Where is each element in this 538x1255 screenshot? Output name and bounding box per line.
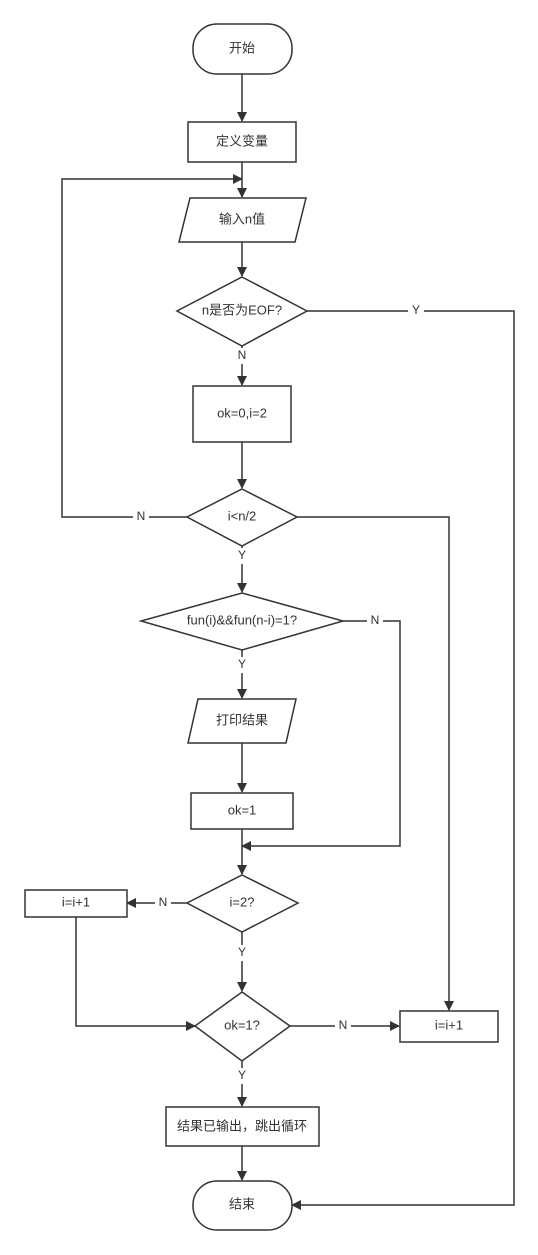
fun-no-label: N [371,613,380,627]
ok-eq-1-decision [193,991,292,1062]
ok-no-label-bg [335,1018,351,1034]
i-eq-2-decision [185,874,300,933]
i2-yes-label-bg [234,945,250,961]
lt-yes-label-bg [234,548,250,564]
i2-no-label-bg [155,895,171,911]
i-lt-half-decision [185,488,299,547]
edge-lt-no-loop [61,174,243,518]
eof-no-label-bg [234,348,250,364]
lt-no-label: N [137,509,146,523]
input-n-io [178,197,307,243]
print-result-label: 打印结果 [216,712,268,727]
left-increment-label: i=i+1 [62,894,90,909]
ok-yes-label-bg [234,1068,250,1084]
fun-no-label-bg [367,613,383,629]
print-result-io [187,698,297,744]
init-label: ok=0,i=2 [217,405,267,420]
result-output-label: 结果已输出，跳出循环 [177,1118,307,1133]
fun-check-decision [138,592,346,651]
ok-eq-1-label: ok=1? [224,1017,260,1032]
eof-yes-label: Y [412,303,420,317]
left-increment-process [24,889,128,918]
i2-no-label: N [159,895,168,909]
start-terminal [192,23,293,75]
fun-check-label: fun(i)&&fun(n-i)=1? [187,612,297,627]
i-eq-2-label: i=2? [230,894,255,909]
right-increment-process [399,1010,499,1043]
edge-eof-yes-end [291,310,515,1210]
start-label: 开始 [229,40,255,55]
define-vars-process [187,121,297,163]
ok-no-label: N [339,1018,348,1032]
init-process [192,385,292,443]
eof-yes-label-bg [408,303,424,319]
fun-yes-label-bg [234,657,250,673]
lt-yes-label: Y [238,548,246,562]
i2-yes-label: Y [238,945,246,959]
eof-no-label: N [238,348,247,362]
result-output-process [165,1106,320,1147]
eof-decision-label: n是否为EOF? [202,302,282,317]
input-n-label: 输入n值 [219,211,265,226]
define-vars-label: 定义变量 [216,133,268,148]
set-ok-process [190,792,294,830]
fun-yes-label: Y [238,657,246,671]
ok-yes-label: Y [238,1068,246,1082]
end-label: 结束 [229,1196,255,1211]
right-increment-label: i=i+1 [435,1017,463,1032]
edge-left-inc-ok1 [75,917,196,1031]
i-lt-half-label: i<n/2 [228,508,257,523]
set-ok-label: ok=1 [228,802,257,817]
eof-decision [175,276,309,347]
end-terminal [192,1180,293,1231]
lt-no-label-bg [133,509,149,525]
edge-lt-yes-right-inc [297,516,454,1011]
